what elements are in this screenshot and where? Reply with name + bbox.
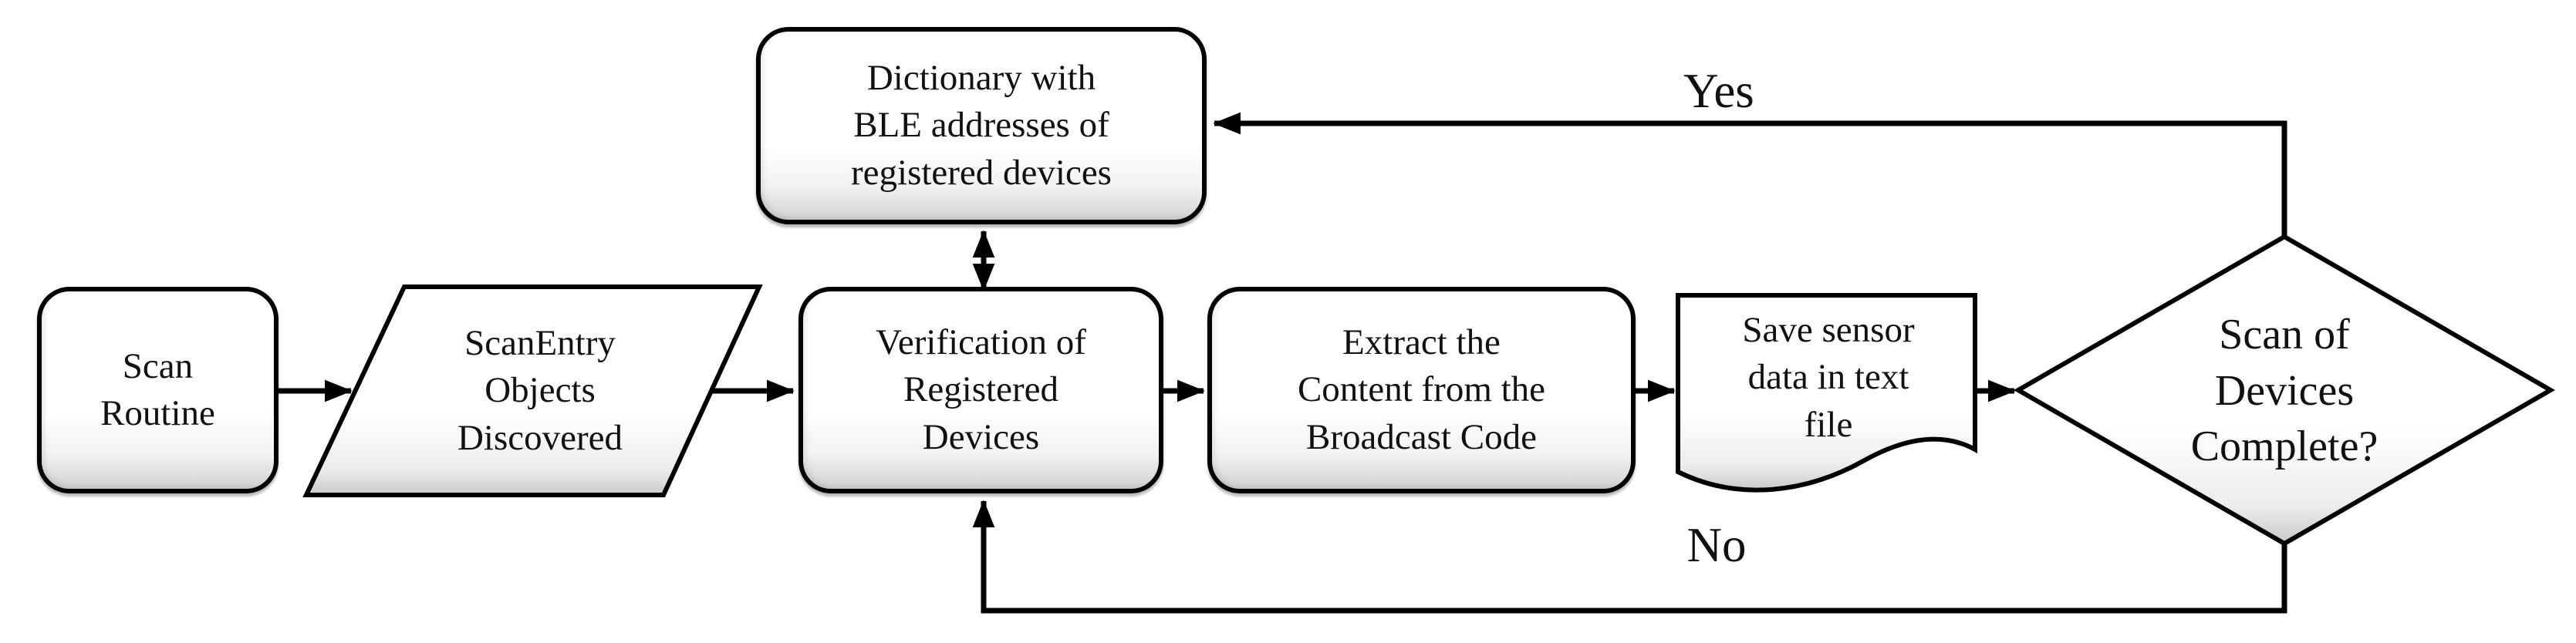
node-dictionary: Dictionary with BLE addresses of registe…	[756, 27, 1207, 224]
node-save-label: Save sensor data in text file	[1742, 310, 1915, 445]
scanentry-parallelogram-shape	[302, 284, 763, 497]
arrow-no-loop	[972, 500, 2287, 614]
edge-label-yes: Yes	[1683, 63, 1754, 118]
save-document-shape	[1676, 293, 1977, 493]
node-verification: Verification of Registered Devices	[798, 287, 1163, 493]
node-scanentry-label: ScanEntry Objects Discovered	[457, 323, 623, 458]
node-extract: Extract the Content from the Broadcast C…	[1207, 287, 1636, 493]
node-decision-label: Scan of Devices Complete?	[2190, 310, 2378, 471]
edge-label-no: No	[1686, 517, 1747, 572]
node-scan-routine: Scan Routine	[37, 287, 279, 493]
arrow-yes-loop	[1213, 112, 2287, 237]
